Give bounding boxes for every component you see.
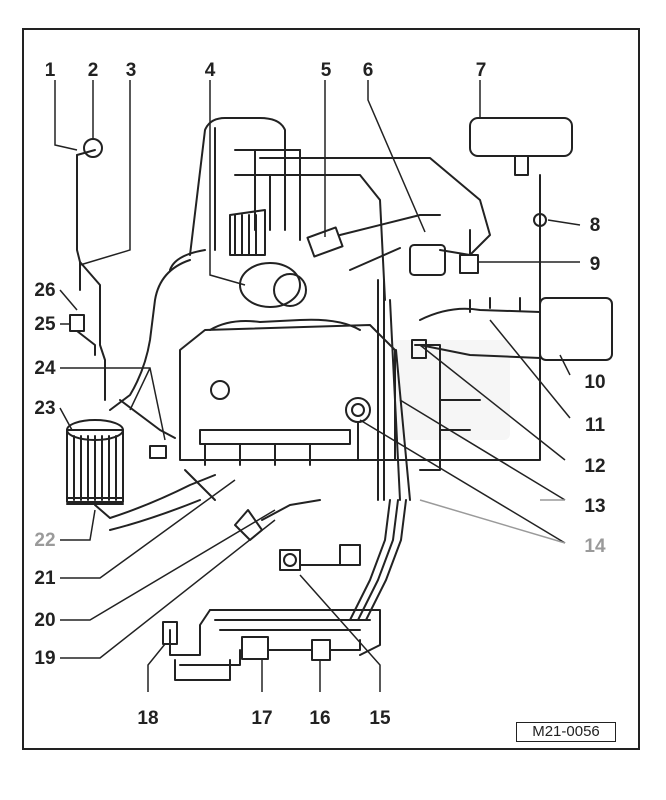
callout-2: 2 <box>88 60 99 81</box>
callout-21: 21 <box>34 568 56 589</box>
valve-24 <box>149 445 167 459</box>
valve-16 <box>311 639 331 661</box>
gauge-2 <box>83 138 103 158</box>
lower-lines <box>209 609 381 656</box>
callout-11: 11 <box>585 415 606 436</box>
callout-8: 8 <box>590 215 601 236</box>
callout-1: 1 <box>45 60 56 81</box>
air-box <box>539 297 613 361</box>
figure-frame <box>22 28 640 750</box>
callout-4: 4 <box>205 60 216 81</box>
intake-hose <box>109 259 191 411</box>
callout-12: 12 <box>584 456 605 477</box>
hose-bundle <box>349 499 407 621</box>
callout-15: 15 <box>369 708 391 729</box>
air-filter-23 <box>66 419 124 505</box>
valve-8 <box>533 213 547 227</box>
valve-17 <box>241 636 269 660</box>
figure-code: M21-0056 <box>516 722 616 742</box>
callout-6: 6 <box>363 60 374 81</box>
callout-10: 10 <box>584 372 605 393</box>
callout-18: 18 <box>137 708 158 729</box>
solenoid-5 <box>306 226 344 258</box>
canister <box>469 117 573 157</box>
valve-9 <box>459 254 479 274</box>
intake-runners <box>199 429 351 466</box>
callout-14: 14 <box>584 536 606 557</box>
valve-25 <box>69 314 85 332</box>
solenoid-6 <box>409 244 446 276</box>
vacuum-line-top <box>259 157 491 256</box>
callout-25: 25 <box>34 314 56 335</box>
valve-20 <box>279 549 301 571</box>
gauge-line <box>76 154 81 291</box>
callout-19: 19 <box>34 648 55 669</box>
callout-20: 20 <box>34 610 55 631</box>
pipe-22 <box>94 474 216 531</box>
callout-23: 23 <box>34 398 55 419</box>
air-duct <box>419 307 541 359</box>
callout-3: 3 <box>126 60 137 81</box>
callout-13: 13 <box>584 496 605 517</box>
callout-9: 9 <box>590 254 601 275</box>
callout-7: 7 <box>476 60 487 81</box>
leader-lines <box>54 80 581 692</box>
callout-22: 22 <box>34 530 55 551</box>
valve-cover <box>209 318 361 331</box>
turbocharger <box>229 209 307 308</box>
callout-16: 16 <box>309 708 330 729</box>
callout-17: 17 <box>251 708 272 729</box>
callout-5: 5 <box>321 60 332 81</box>
oil-filler-cap <box>210 380 230 400</box>
valve-18 <box>162 621 178 645</box>
callout-24: 24 <box>34 358 56 379</box>
callout-26: 26 <box>34 280 55 301</box>
